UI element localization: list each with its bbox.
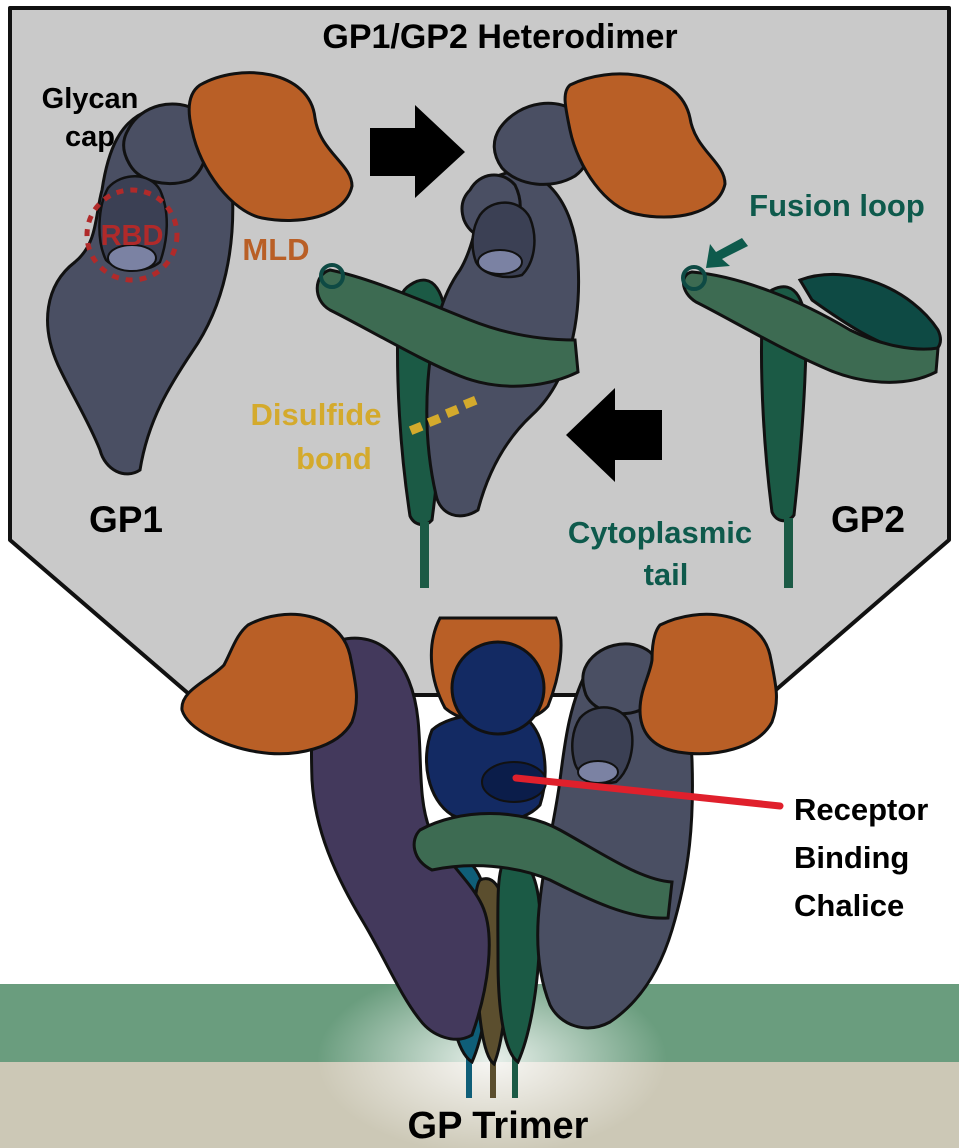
fusion-loop-pointer [706,238,748,268]
gp-trimer [180,612,784,1098]
gp2-label: GP2 [831,499,905,540]
trimer-navy-head [450,640,546,736]
cytoplasmic-tail-label-line1: Cytoplasmic [568,515,752,550]
trimer-stalk-green [512,1040,518,1098]
chalice-label-line3: Chalice [794,888,904,923]
glycan-cap-label-line2: cap [65,121,115,153]
chalice-label-line1: Receptor [794,792,928,827]
gp2-fusion-loop [681,265,707,291]
gp2-cytoplasmic-tail [784,518,793,588]
gp1-body [46,105,235,476]
gp-trimer-label: GP Trimer [408,1105,589,1147]
mld-label: MLD [242,232,309,267]
gp2-band [682,270,940,384]
gp1-rbd-core [107,244,157,272]
trimer-left-mld [180,612,358,756]
gp1-mld [187,71,354,222]
trimer-stem-green [496,856,542,1065]
trimer-right-mld [638,612,778,756]
gp2-subunit [681,238,942,588]
rbd-marker [84,187,180,283]
gp1-glycan-cap [122,102,209,185]
center-heterodimer [315,72,727,588]
arrow-right-icon [370,105,465,198]
center-head [492,101,593,186]
chalice-label-line2: Binding [794,840,909,875]
center-rbd-core [477,249,523,275]
center-fusion-loop [319,263,345,289]
rbd-label: RBD [101,220,164,252]
trimer-stalk-olive [490,1040,496,1098]
center-gp2-band [315,268,580,388]
center-cytoplasmic-tail [420,522,429,588]
gp1-rbd-pocket [98,175,168,272]
diagram-title: GP1/GP2 Heterodimer [322,18,677,56]
gp1-subunit [46,71,354,476]
center-mld [563,72,727,219]
disulfide-label-line2: bond [296,441,372,476]
glycan-cap-label-line1: Glycan [42,83,139,115]
disulfide-label-line1: Disulfide [251,397,382,432]
disulfide-bond [408,396,478,435]
trimer-right-rbd-core [577,760,619,784]
trimer-purple-subunit [309,636,491,1041]
cytoplasmic-tail-label-line2: tail [644,557,689,592]
trimer-stalk-teal [466,1040,472,1098]
trimer-gp2-band [412,812,674,920]
fusion-loop-label: Fusion loop [749,188,925,223]
chalice-pointer-line [512,774,784,810]
gp1-label: GP1 [89,499,163,540]
arrow-left-icon [566,388,662,482]
